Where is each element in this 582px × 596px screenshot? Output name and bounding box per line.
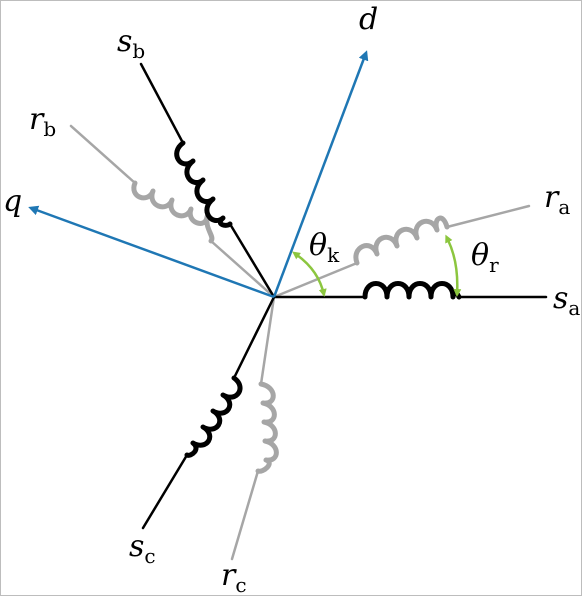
d-axis-label: d xyxy=(359,2,378,37)
stator-winding-sa xyxy=(272,281,548,300)
rotor-winding-rb xyxy=(69,124,276,299)
label-rb: rb xyxy=(29,102,56,141)
rotor-winding-rc xyxy=(230,295,279,561)
label-theta-k: θk xyxy=(309,228,340,267)
label-rc: rc xyxy=(221,558,247,595)
stator-winding-sb xyxy=(139,62,276,299)
theta-r-arc xyxy=(445,234,462,297)
q-axis-label: q xyxy=(3,184,22,219)
q-axis-arrow xyxy=(28,205,275,299)
label-sa: sa xyxy=(553,281,580,320)
d-axis-arrow xyxy=(272,50,369,298)
label-sb: sb xyxy=(117,24,145,63)
theta-k-arc xyxy=(292,251,327,297)
label-theta-r: θr xyxy=(471,238,499,277)
label-sc: sc xyxy=(129,529,156,568)
stator-winding-sc xyxy=(141,295,276,530)
label-ra: ra xyxy=(544,180,570,219)
